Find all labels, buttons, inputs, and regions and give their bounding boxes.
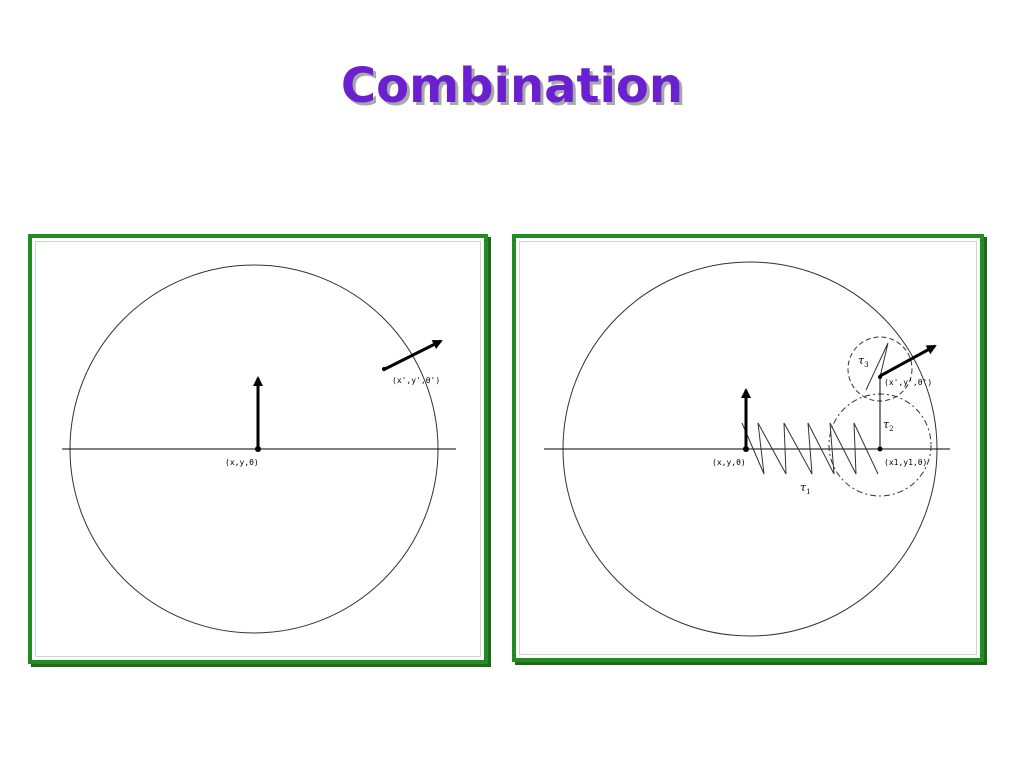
- tau3-label: τ3: [858, 354, 869, 369]
- left-panel-inner-border: [35, 241, 481, 657]
- start-pose-label: (x,y,θ): [712, 458, 746, 467]
- left-diagram-panel: (x,y,θ) (x',y',θ'): [28, 234, 488, 664]
- tau3-path: [865, 342, 889, 391]
- goal-pose-label: (x',y',θ'): [392, 376, 440, 385]
- goal-pose-label: (x',y',θ'): [884, 378, 932, 387]
- left-diagram-svg: (x,y,θ) (x',y',θ'): [62, 264, 456, 634]
- goal-heading-arrow: [879, 344, 937, 378]
- right-diagram-panel: (x,y,θ) (x1,y1,θ) (x',y',θ') τ1 τ2 τ3: [512, 234, 984, 662]
- tau1-zigzag-path: [741, 422, 879, 475]
- goal-heading-arrow: [382, 339, 443, 372]
- tau1-label: τ1: [800, 481, 811, 496]
- tau2-label: τ2: [883, 418, 894, 433]
- goal-point: [382, 367, 386, 371]
- mid-pose-label: (x1,y1,θ): [884, 458, 927, 467]
- right-diagram-svg: (x,y,θ) (x1,y1,θ) (x',y',θ') τ1 τ2 τ3: [544, 261, 950, 637]
- slide-title: Combination: [340, 58, 684, 114]
- right-panel-inner-border: [519, 241, 977, 655]
- start-pose-label: (x,y,θ): [225, 458, 259, 467]
